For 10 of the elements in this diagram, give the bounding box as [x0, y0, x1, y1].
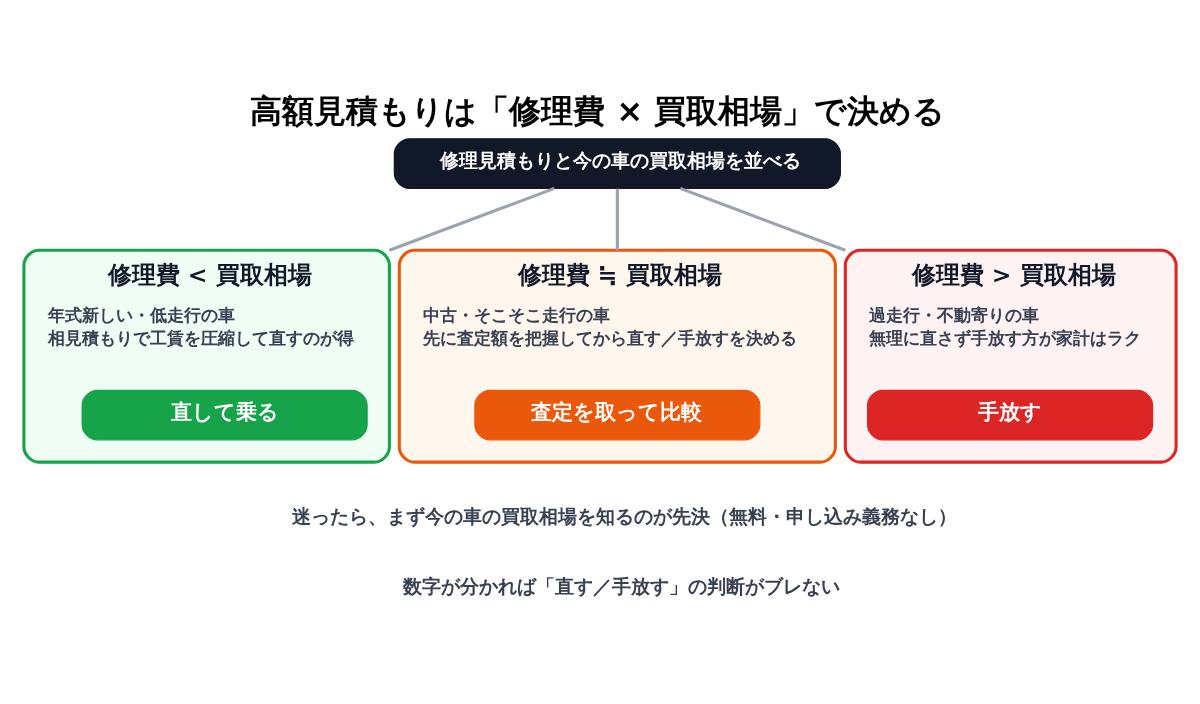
connector: [388, 186, 555, 252]
diagram-title: 高額見積もりは「修理費 × 買取相場」で決める: [250, 91, 946, 130]
connector: [615, 188, 619, 250]
node-box: 手放す: [867, 389, 1154, 440]
node-box: 修理見積もりと今の車の買取相場を並べる: [393, 137, 841, 189]
connector: [679, 186, 846, 252]
label: 迷ったら、まず今の車の買取相場を知るのが先決（無料・申し込み義務なし）: [291, 505, 957, 527]
node-box: 直して乗る: [81, 389, 368, 440]
node-box: 査定を取って比較: [474, 389, 761, 440]
label: 数字が分かれば「直す／手放す」の判断がブレない: [403, 575, 841, 597]
